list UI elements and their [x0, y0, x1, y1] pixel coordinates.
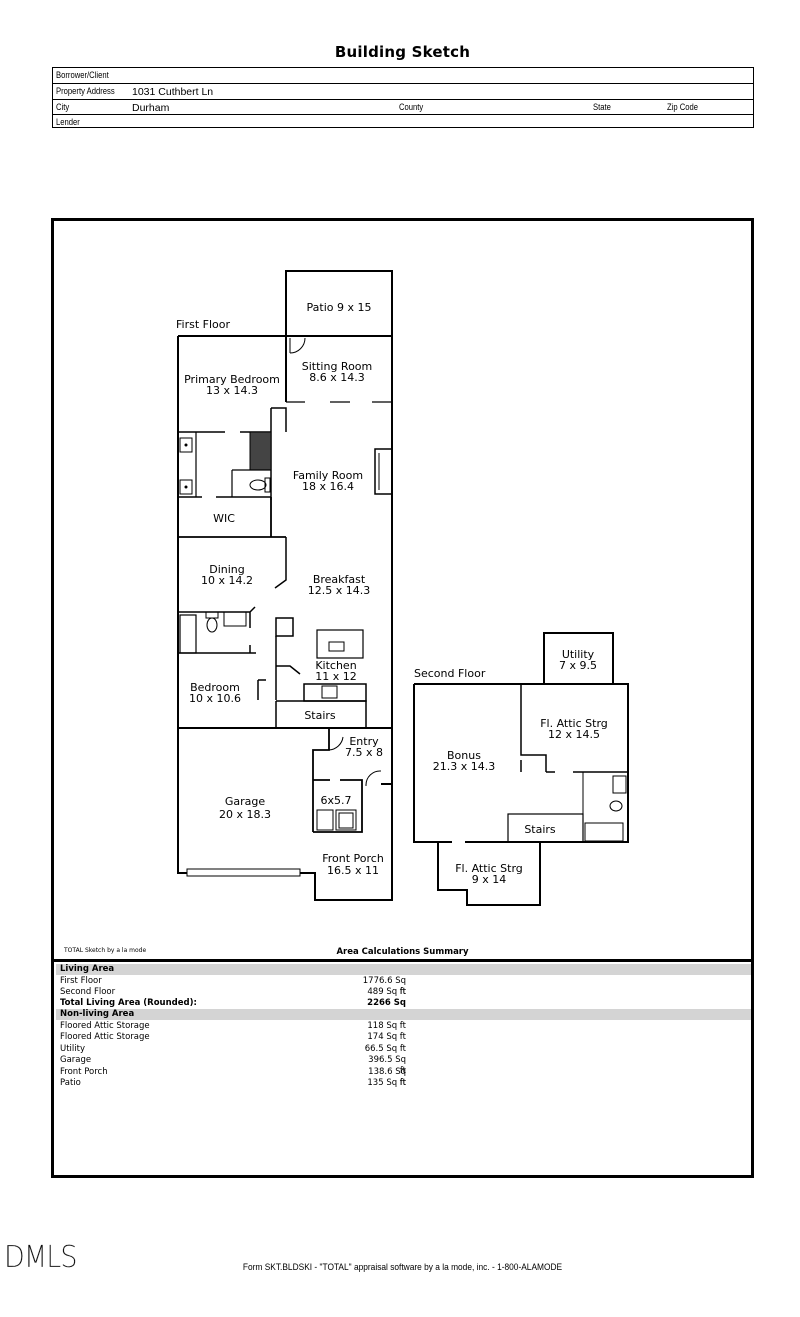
- state-label: State: [593, 101, 611, 112]
- summary-row: First Floor 1776.6 Sq ft: [60, 976, 406, 997]
- summary-divider: [54, 959, 751, 962]
- room-label-wic: WIC: [213, 512, 235, 525]
- room-label-front-porch: Front Porch: [322, 852, 384, 865]
- room-dims-garage: 20 x 18.3: [219, 808, 271, 821]
- room-dims-bedroom: 10 x 10.6: [189, 692, 241, 705]
- room-label-family-room: Family Room: [293, 469, 363, 482]
- property-header-table: Borrower/Client Property Address 1031 Cu…: [52, 67, 754, 128]
- room-label-dining: Dining: [209, 563, 245, 576]
- city-value: Durham: [132, 101, 170, 114]
- room-label-stairs-second: Stairs: [524, 823, 556, 836]
- second-floor-label: Second Floor: [414, 667, 486, 680]
- non-living-area-header: Non-living Area: [56, 1009, 751, 1020]
- address-label: Property Address: [56, 85, 115, 96]
- floor-plan: Patio 9 x 15 First Floor Sitting Room 8.…: [176, 270, 629, 906]
- county-label: County: [399, 101, 424, 112]
- summary-row: Floored Attic Storage 118 Sq ft: [60, 1021, 406, 1031]
- summary-row: Utility 66.5 Sq ft: [60, 1044, 406, 1054]
- room-dims-primary-bedroom: 13 x 14.3: [206, 384, 258, 397]
- room-label-breakfast: Breakfast: [313, 573, 366, 586]
- room-label-patio: Patio 9 x 15: [307, 301, 372, 314]
- summary-row: Second Floor 489 Sq ft: [60, 987, 406, 997]
- zip-label: Zip Code: [667, 101, 699, 112]
- page-title: Building Sketch: [334, 43, 471, 61]
- room-label-attic-strg-lower: Fl. Attic Strg: [455, 862, 523, 875]
- room-label-stairs-first: Stairs: [304, 709, 336, 722]
- city-label: City: [56, 101, 70, 112]
- address-row: Property Address 1031 Cuthbert Ln: [53, 84, 753, 100]
- city-row: City Durham County State Zip Code: [53, 100, 753, 116]
- lender-label: Lender: [56, 117, 80, 128]
- room-dims-sitting-room: 8.6 x 14.3: [309, 371, 365, 384]
- sketch-frame: Patio 9 x 15 First Floor Sitting Room 8.…: [51, 218, 754, 1178]
- room-dims-family-room: 18 x 16.4: [302, 480, 354, 493]
- borrower-label: Borrower/Client: [56, 70, 109, 80]
- room-label-6x5-7: 6x5.7: [320, 794, 351, 807]
- summary-row: Patio 135 Sq ft: [60, 1078, 406, 1088]
- room-dims-attic-strg-lower: 9 x 14: [472, 873, 507, 886]
- room-label-bonus: Bonus: [447, 749, 481, 762]
- form-footer: Form SKT.BLDSKI - "TOTAL" appraisal soft…: [242, 1262, 563, 1273]
- lender-row: Lender: [53, 115, 753, 130]
- first-floor-label: First Floor: [176, 318, 230, 331]
- room-label-kitchen: Kitchen: [315, 659, 356, 672]
- room-dims-utility: 7 x 9.5: [559, 659, 597, 672]
- sketch-credit: TOTAL Sketch by a la mode: [64, 947, 147, 954]
- room-label-primary-bedroom: Primary Bedroom: [184, 373, 280, 386]
- room-dims-breakfast: 12.5 x 14.3: [308, 584, 371, 597]
- address-value: 1031 Cuthbert Ln: [132, 85, 214, 98]
- room-dims-front-porch: 16.5 x 11: [327, 864, 379, 877]
- living-area-header: Living Area: [56, 964, 751, 975]
- total-living-row: Total Living Area (Rounded): 2266 Sq ft: [60, 998, 406, 1019]
- room-label-sitting-room: Sitting Room: [302, 360, 373, 373]
- room-dims-kitchen: 11 x 12: [315, 670, 357, 683]
- room-dims-entry: 7.5 x 8: [345, 746, 383, 759]
- dmls-watermark-logo: DMLS: [4, 1240, 78, 1275]
- room-dims-attic-strg-upper: 12 x 14.5: [548, 728, 600, 741]
- room-label-garage: Garage: [225, 795, 266, 808]
- borrower-row: Borrower/Client: [53, 68, 753, 84]
- summary-row: Front Porch 138.6 Sq ft: [60, 1067, 406, 1088]
- room-label-bedroom: Bedroom: [190, 681, 240, 694]
- room-label-attic-strg-upper: Fl. Attic Strg: [540, 717, 608, 730]
- room-label-entry: Entry: [349, 735, 379, 748]
- room-dims-bonus: 21.3 x 14.3: [433, 760, 496, 773]
- summary-row: Garage 396.5 Sq ft: [60, 1055, 406, 1076]
- summary-row: Floored Attic Storage 174 Sq ft: [60, 1032, 406, 1042]
- room-dims-dining: 10 x 14.2: [201, 574, 253, 587]
- summary-title: Area Calculations Summary: [336, 947, 469, 957]
- room-label-utility: Utility: [562, 648, 595, 661]
